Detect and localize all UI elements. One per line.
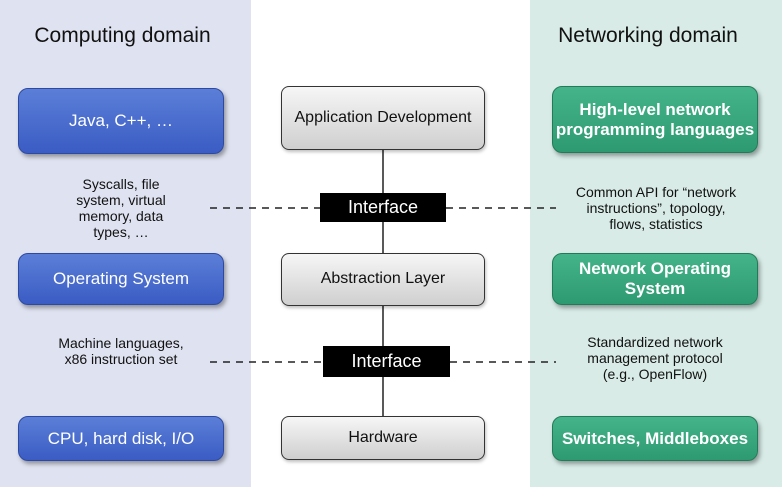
machine-languages-note: Machine languages, x86 instruction set [58,335,184,368]
computing-domain-panel [0,0,251,487]
languages-box: Java, C++, … [18,88,224,154]
interface-top-label: Interface [320,193,446,222]
network-languages-box: High-level network programming languages [552,86,758,153]
management-protocol-note: Standardized network management protocol… [587,334,723,383]
switches-middleboxes-box: Switches, Middleboxes [552,416,758,461]
common-api-note: Common API for “network instructions”, t… [575,184,737,233]
abstraction-layer-box: Abstraction Layer [281,253,485,306]
network-operating-system-box: Network Operating System [552,253,758,305]
computing-domain-title: Computing domain [34,24,211,47]
hardware-box: Hardware [281,416,485,460]
syscalls-note: Syscalls, file system, virtual memory, d… [76,176,166,241]
operating-system-box: Operating System [18,253,224,305]
application-development-box: Application Development [281,86,485,150]
networking-domain-title: Networking domain [558,24,738,47]
networking-domain-panel [530,0,782,487]
cpu-hardware-box: CPU, hard disk, I/O [18,416,224,461]
interface-bottom-label: Interface [323,346,450,377]
